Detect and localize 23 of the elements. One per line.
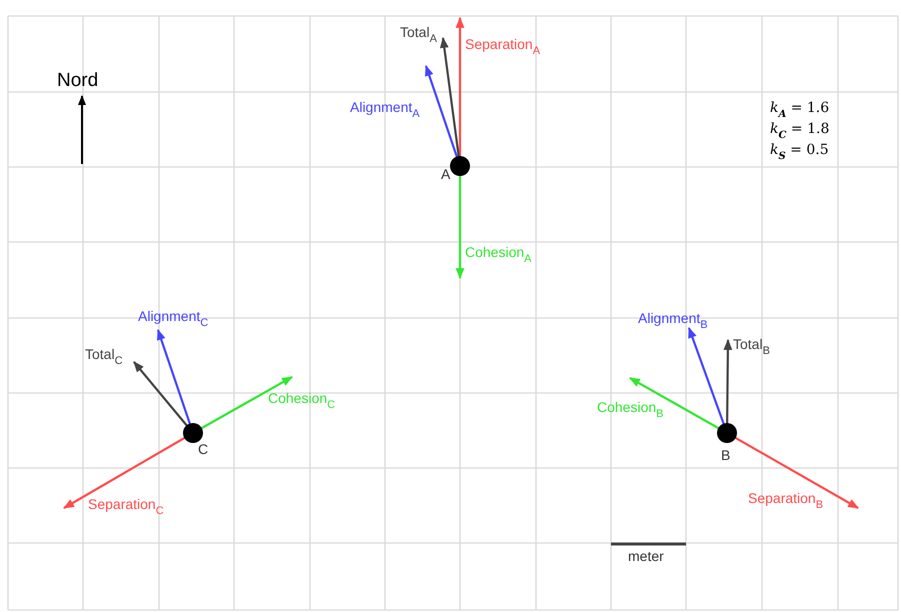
vector-label: Cohesion$_{A}$ xyxy=(465,244,532,265)
vector-label: Alignment$_{C}$ xyxy=(138,308,208,329)
vector-label: Separation$_{B}$ xyxy=(748,490,824,511)
vector-label: Alignment$_{B}$ xyxy=(638,310,708,331)
point-label: B xyxy=(721,447,730,463)
coefficient-formula: k$_{C}$ = 1.8 xyxy=(770,121,830,141)
point-dot xyxy=(717,423,737,443)
direction-label: Nord xyxy=(57,70,98,92)
vector-label: Total$_{A}$ xyxy=(400,24,437,45)
coefficient-formula: k$_{A}$ = 1.6 xyxy=(770,100,830,120)
point-label: A xyxy=(441,166,450,182)
point-dot xyxy=(183,423,203,443)
vector-label: Total$_{B}$ xyxy=(733,336,770,357)
scale-label: meter xyxy=(628,548,664,564)
vector-label: Cohesion$_{C}$ xyxy=(268,390,336,411)
vector-label: Cohesion$_{B}$ xyxy=(597,399,664,420)
vector-label: Separation$_{C}$ xyxy=(88,496,164,517)
coefficient-formula: k$_{S}$ = 0.5 xyxy=(770,142,829,162)
point-label: C xyxy=(198,441,208,457)
point-dot xyxy=(450,156,470,176)
vector-label: Total$_{C}$ xyxy=(85,346,123,367)
vector-label: Alignment$_{A}$ xyxy=(350,99,420,120)
vector-label: Separation$_{A}$ xyxy=(465,36,540,57)
